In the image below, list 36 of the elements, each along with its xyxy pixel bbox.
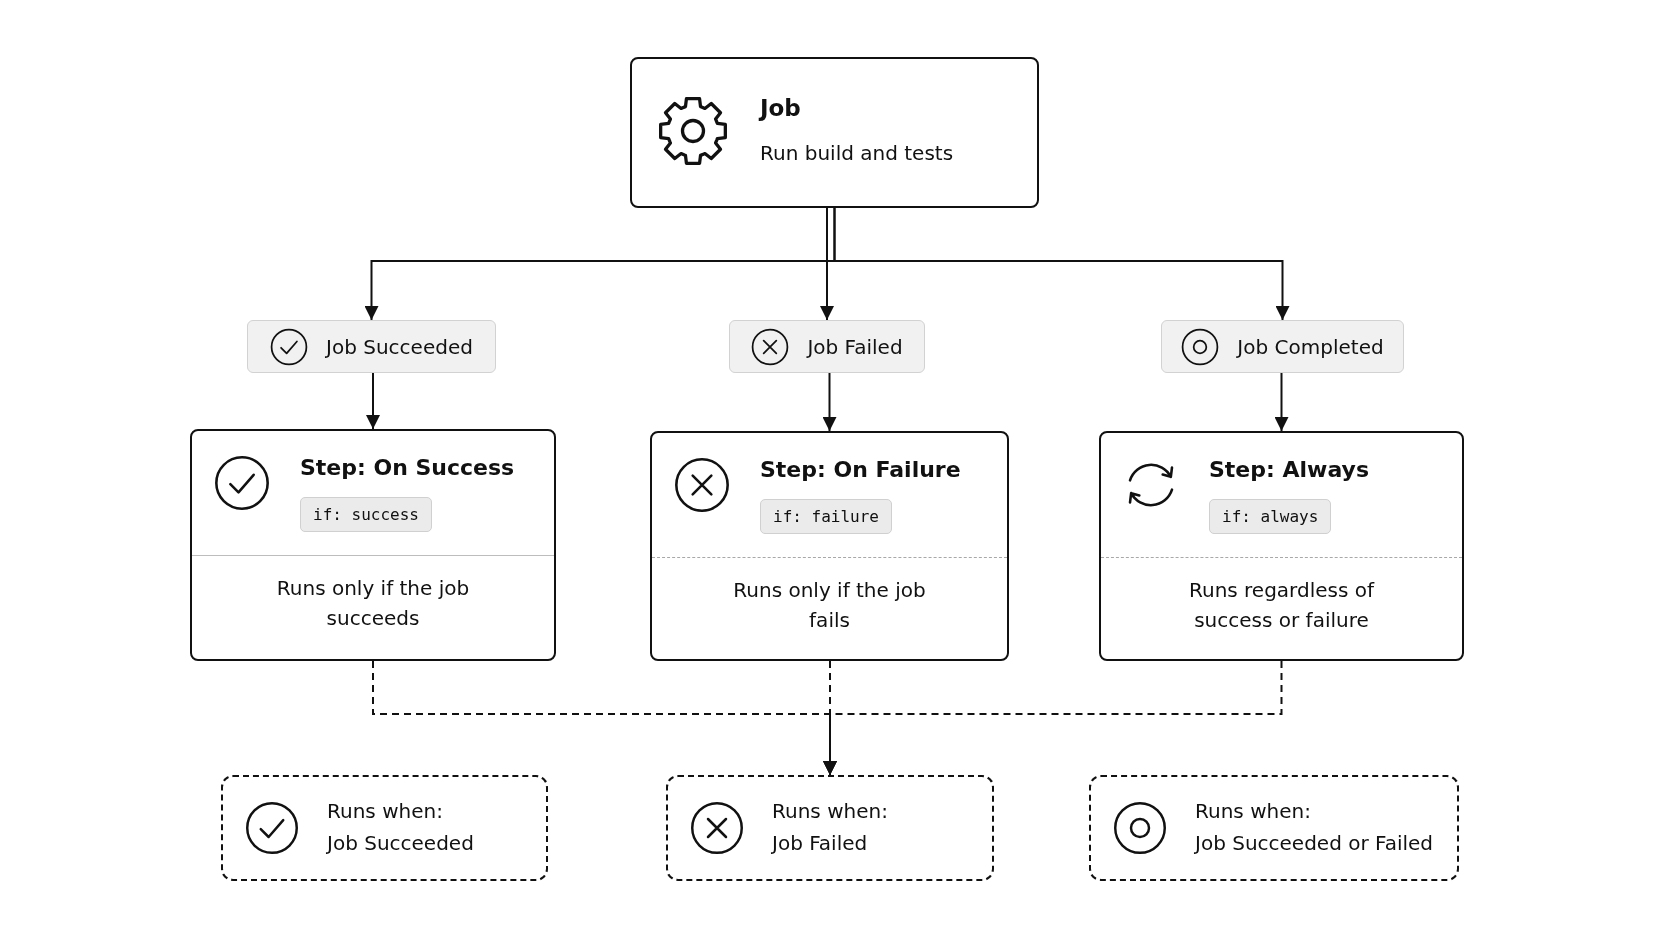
step-title: Step: Always — [1209, 457, 1369, 482]
step-card — [650, 431, 1009, 661]
condition-value: Job Succeeded — [327, 831, 474, 855]
node-title: Job — [760, 95, 801, 121]
step-description: Runs only if the job fails — [732, 577, 927, 634]
arrow — [833, 207, 1290, 321]
status-pill — [247, 320, 496, 373]
arrow — [823, 660, 1283, 776]
arrow — [1274, 372, 1289, 432]
node-subtitle: Run build and tests — [760, 141, 954, 165]
condition-label: Runs when: — [772, 799, 888, 823]
step-card — [190, 429, 556, 661]
condition-label: Runs when: — [327, 799, 443, 823]
status-pill — [1161, 320, 1404, 373]
condition-box — [666, 775, 994, 881]
condition-code: if: always — [1209, 499, 1332, 534]
arrow — [822, 372, 837, 432]
condition-value: Job Failed — [772, 831, 868, 855]
job-box — [630, 57, 1039, 208]
condition-box — [1089, 775, 1459, 881]
condition-value: Job Succeeded or Failed — [1195, 831, 1434, 855]
condition-label: Runs when: — [1195, 799, 1311, 823]
status-label: Job Completed — [1237, 334, 1384, 359]
step-description: Runs only if the job succeeds — [275, 575, 471, 632]
arrow — [820, 207, 834, 321]
condition-code: if: failure — [760, 499, 892, 534]
step-title: Step: On Failure — [760, 457, 961, 482]
arrow — [366, 372, 380, 430]
step-title: Step: On Success — [300, 455, 515, 480]
status-label: Job Failed — [807, 334, 903, 359]
status-pill — [729, 320, 925, 373]
condition-code: if: success — [300, 497, 432, 532]
step-card — [1099, 431, 1464, 661]
condition-box — [221, 775, 548, 881]
step-description: Runs regardless of success or failure — [1187, 577, 1376, 634]
status-label: Job Succeeded — [326, 334, 473, 359]
